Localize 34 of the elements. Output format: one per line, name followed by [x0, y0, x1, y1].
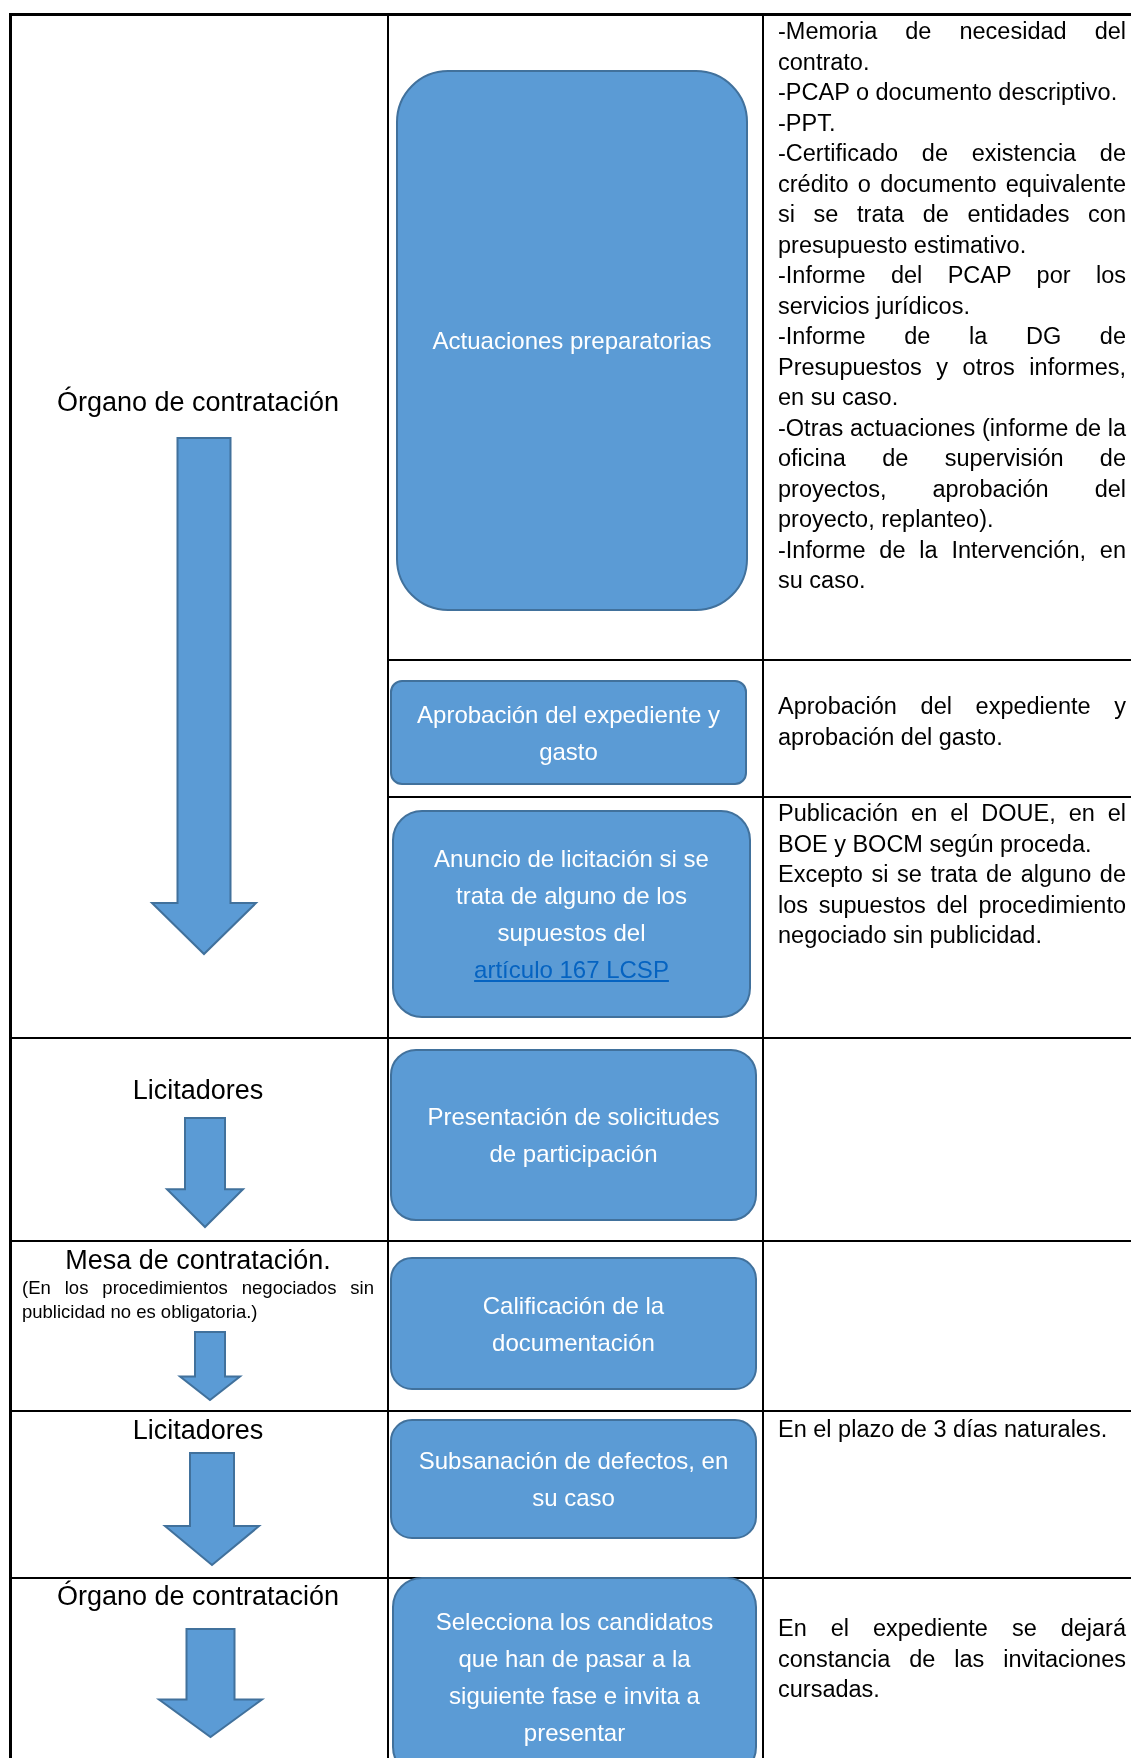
description-text: -Informe de la Intervención, en su caso. [778, 535, 1126, 595]
step-text: Aprobación del expediente y gasto [416, 699, 721, 767]
process-box [390, 1257, 757, 1390]
actor-name: Licitadores [131, 1074, 265, 1106]
actor-name: Licitadores [131, 1414, 265, 1446]
description-text: En el plazo de 3 días naturales. [778, 1415, 1109, 1444]
actor-name: Órgano de contratación [55, 386, 341, 418]
description-text: -Memoria de necesidad del contrato. [778, 17, 1126, 77]
actor-name: Mesa de contratación. [64, 1244, 332, 1276]
step-text: Subsanación de defectos, en su caso [417, 1446, 730, 1513]
process-box [390, 1419, 757, 1539]
description-text: Publicación en el DOUE, en el BOE y BOCM según proceda. [778, 799, 1126, 859]
process-box [390, 1049, 757, 1221]
process-box [392, 810, 751, 1018]
step-text: Presentación de solicitudes de participación [426, 1102, 721, 1169]
link: artículo 167 LCSP [474, 956, 669, 983]
process-box [390, 680, 747, 785]
description-text: -Informe de la DG de Presupuestos y otros informes, en su caso. [778, 322, 1126, 412]
description-text: -Otras actuaciones (informe de la oficina de supervisión de proyectos, aprobación del proyecto, replanteo). [778, 413, 1126, 534]
step-text: Selecciona los candidatos que han de pasar a la siguiente fase e invita a presentar [434, 1607, 715, 1748]
description-text: En el expediente se dejará constancia de las invitaciones cursadas. [778, 1614, 1126, 1704]
process-box [392, 1577, 757, 1758]
description-text: -Certificado de existencia de crédito o documento equivalente si se trata de entidades con presupuesto estimativo. [778, 139, 1126, 260]
note-text: (En los procedimientos negociados sin publicidad no es obligatoria.) [22, 1276, 374, 1324]
description-text: Aprobación del expediente y aprobación del gasto. [778, 692, 1126, 752]
actor-name: Órgano de contratación [55, 1580, 341, 1612]
description-text: -Informe del PCAP por los servicios jurídicos. [778, 261, 1126, 321]
process-box [396, 70, 748, 611]
description-text: -PPT. [778, 108, 837, 138]
step-text: Calificación de la documentación [481, 1290, 666, 1358]
step-text: Actuaciones preparatorias [432, 326, 712, 356]
description-text: -PCAP o documento descriptivo. [778, 78, 1119, 107]
description-text: Excepto si se trata de alguno de los supuestos del procedimiento negociado sin publicidad. [778, 860, 1126, 950]
step-text: Anuncio de licitación si se trata de alguno de los supuestos del artículo 167 LCSP [433, 844, 710, 985]
